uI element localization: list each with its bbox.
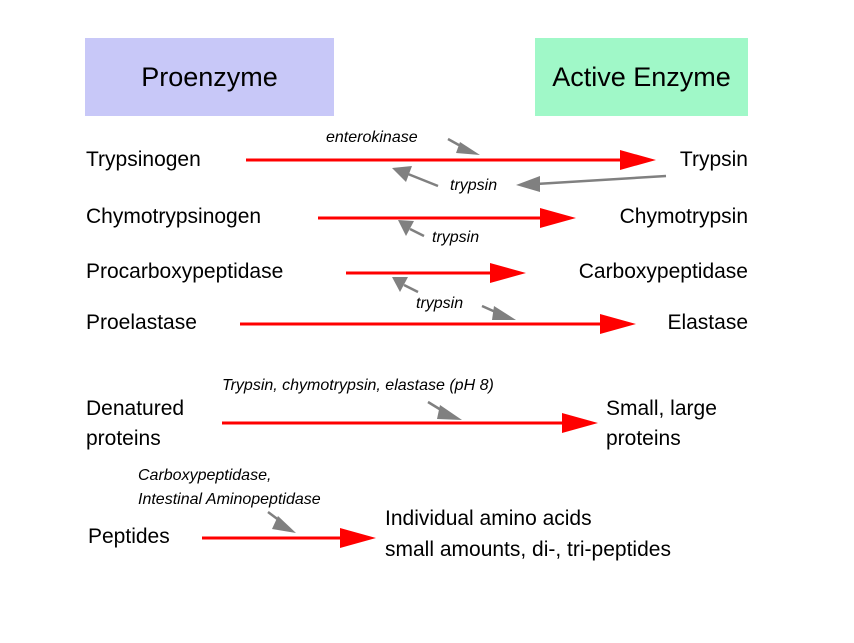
gray-arrow-trypsin-2 [398, 220, 425, 238]
red-arrow-chymotrypsinogen [318, 208, 576, 228]
enzyme-trypsin-1: trypsin [450, 177, 498, 194]
enzyme-peptidase-line2: Intestinal Aminopeptidase [138, 491, 321, 508]
enzyme-trypsin-2: trypsin [432, 229, 480, 246]
enzyme-protein-digestion: Trypsin, chymotrypsin, elastase (pH 8) [222, 377, 494, 394]
proenzyme-proelastase: Proelastase [86, 311, 197, 334]
active-elastase: Elastase [667, 311, 748, 334]
gray-arrow-enterokinase [447, 137, 480, 155]
proenzyme-trypsinogen: Trypsinogen [86, 148, 201, 171]
proenzyme-header: Proenzyme [85, 38, 334, 116]
active-chymotrypsin: Chymotrypsin [619, 205, 748, 228]
red-arrow-trypsinogen [246, 150, 656, 170]
substrate-peptides: Peptides [88, 525, 170, 548]
proenzyme-procarboxypeptidase: Procarboxypeptidase [86, 260, 284, 283]
enzyme-trypsin-3: trypsin [416, 295, 464, 312]
red-arrow-proteins [222, 413, 598, 433]
gray-arrow-trypsin-return [516, 174, 667, 192]
red-arrow-procarboxypeptidase [346, 263, 526, 283]
active-carboxypeptidase: Carboxypeptidase [578, 260, 748, 283]
active-trypsin: Trypsin [679, 148, 748, 171]
active-enzyme-header: Active Enzyme [535, 38, 748, 116]
gray-arrow-peptidase [267, 511, 296, 533]
gray-arrow-trypsin-3-left [392, 277, 419, 294]
enzyme-enterokinase: enterokinase [326, 129, 418, 146]
gray-arrow-protein-digestion [427, 400, 462, 420]
red-arrow-peptides [202, 528, 376, 548]
enzyme-peptidase-line1: Carboxypeptidase, [138, 467, 272, 484]
gray-arrow-trypsin-1 [392, 166, 439, 188]
product-amino-line2: small amounts, di-, tri-peptides [385, 538, 671, 561]
substrate-line1: Denatured [86, 397, 185, 420]
red-arrow-proelastase [240, 314, 636, 334]
gray-arrow-trypsin-3-right [481, 304, 516, 320]
proenzyme-chymotrypsinogen: Chymotrypsinogen [86, 205, 262, 228]
product-line2: proteins [606, 427, 681, 450]
product-line1: Small, large [606, 397, 717, 420]
substrate-line2: proteins [86, 427, 161, 450]
product-amino-line1: Individual amino acids [385, 507, 592, 530]
